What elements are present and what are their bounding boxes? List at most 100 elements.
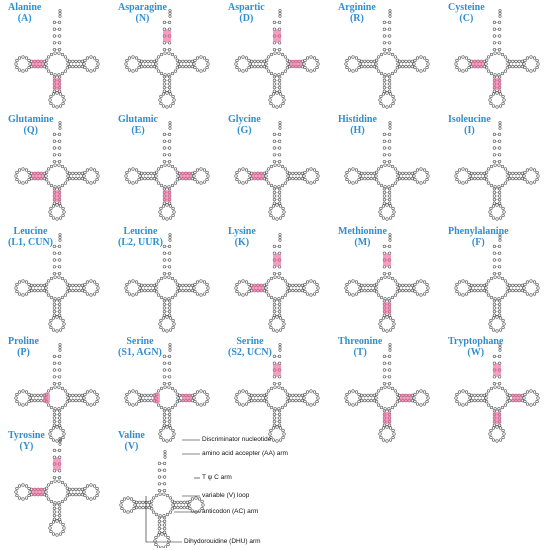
trna-structure	[344, 9, 430, 109]
amino-acid-code: (Q)	[23, 125, 38, 136]
legend-leader-line	[145, 496, 182, 543]
trna-structure	[14, 233, 100, 333]
trna-structure	[234, 9, 320, 109]
trna-diagram	[454, 343, 540, 443]
trna-diagram	[454, 121, 540, 221]
panel-title: Leucine(L1, CUN)	[8, 226, 53, 248]
amino-acid-name: Isoleucine	[448, 114, 491, 125]
trna-panel-leucine: Leucine(L1, CUN)	[2, 226, 110, 334]
trna-structure	[454, 343, 540, 443]
trna-diagram	[124, 9, 210, 109]
trna-panel-alanine: Alanine(A)	[2, 2, 110, 110]
trna-diagram	[344, 9, 430, 109]
trna-panel-serine: Serine(S1, AGN)	[112, 336, 220, 444]
amino-acid-name: Tyrosine	[8, 430, 45, 441]
trna-structure	[234, 233, 320, 333]
panel-title: Methionine(M)	[338, 226, 387, 248]
amino-acid-name: Methionine	[338, 226, 387, 237]
legend-ac-arm: anticodon (AC) arm	[202, 508, 259, 515]
trna-diagram	[14, 9, 100, 109]
panel-title: Aspartic(D)	[228, 2, 265, 24]
trna-panel-asparagine: Asparagine(N)	[112, 2, 220, 110]
trna-structure	[454, 233, 540, 333]
amino-acid-code: (D)	[239, 13, 254, 24]
panel-title: Isoleucine(I)	[448, 114, 491, 136]
trna-structure	[234, 343, 320, 443]
trna-panel-tryptophane: Tryptophane(W)	[442, 336, 549, 444]
trna-panel-glycine: Glycine(G)	[222, 114, 330, 222]
trna-structure	[344, 343, 430, 443]
amino-acid-name: Asparagine	[118, 2, 167, 13]
trna-diagram	[344, 343, 430, 443]
amino-acid-code: (G)	[237, 125, 252, 136]
trna-structure	[124, 343, 210, 443]
trna-structure	[124, 233, 210, 333]
trna-structure	[124, 121, 210, 221]
trna-structure	[124, 9, 210, 109]
amino-acid-code: (F)	[471, 237, 485, 248]
trna-structure	[344, 233, 430, 333]
trna-diagram	[234, 343, 320, 443]
trna-diagram	[234, 9, 320, 109]
panel-title: Histidine(H)	[338, 114, 377, 136]
trna-diagram	[124, 121, 210, 221]
amino-acid-name: Lysine	[228, 226, 256, 237]
amino-acid-code: (A)	[17, 13, 32, 24]
amino-acid-code: (V)	[124, 441, 139, 452]
amino-acid-code: (H)	[350, 125, 365, 136]
legend-tpsic-arm: T ψ C arm	[202, 474, 232, 481]
panel-title: Serine(S1, AGN)	[118, 336, 162, 358]
trna-diagram	[124, 233, 210, 333]
panel-title: Cysteine(C)	[448, 2, 485, 24]
panel-title: Glutamic(E)	[118, 114, 158, 136]
trna-structure	[14, 121, 100, 221]
amino-acid-code: (T)	[353, 347, 367, 358]
trna-panel-aspartic: Aspartic(D)	[222, 2, 330, 110]
trna-panel-leucine: Leucine(L2, UUR)	[112, 226, 220, 334]
amino-acid-name: Leucine	[123, 226, 158, 237]
amino-acid-name: Tryptophane	[448, 336, 504, 347]
amino-acid-code: (R)	[349, 13, 364, 24]
amino-acid-code: (N)	[135, 13, 150, 24]
amino-acid-code: (P)	[17, 347, 30, 358]
trna-panel-lysine: Lysine(K)	[222, 226, 330, 334]
trna-panel-glutamine: Glutamine(Q)	[2, 114, 110, 222]
panel-title: Valine(V)	[118, 430, 145, 452]
trna-panel-methionine: Methionine(M)	[332, 226, 440, 334]
amino-acid-code: (Y)	[19, 441, 34, 452]
trna-panel-glutamic: Glutamic(E)	[112, 114, 220, 222]
trna-structure	[454, 121, 540, 221]
amino-acid-name: Proline	[8, 336, 39, 347]
amino-acid-code: (S1, AGN)	[118, 347, 162, 358]
amino-acid-name: Valine	[118, 430, 145, 441]
trna-diagram	[14, 343, 100, 443]
trna-panel-serine: Serine(S2, UCN)	[222, 336, 330, 444]
panel-title: Tryptophane(W)	[448, 336, 503, 358]
amino-acid-code: (M)	[354, 237, 371, 248]
panel-title: Alanine(A)	[8, 2, 41, 24]
panel-title: Proline(P)	[8, 336, 39, 358]
amino-acid-code: (K)	[234, 237, 250, 248]
trna-diagram	[454, 233, 540, 333]
panel-title: Lysine(K)	[228, 226, 256, 248]
trna-panel-phenylalanine: Phenylalanine(F)	[442, 226, 549, 334]
trna-panel-isoleucine: Isoleucine(I)	[442, 114, 549, 222]
trna-structure	[454, 9, 540, 109]
panel-title: Arginine(R)	[338, 2, 376, 24]
trna-diagram	[14, 437, 100, 537]
trna-structure	[14, 437, 100, 537]
legend-dhu-arm: Dihydorouidine (DHU) arm	[184, 538, 261, 545]
panel-title: Glycine(G)	[228, 114, 261, 136]
panel-title: Phenylalanine(F)	[448, 226, 509, 248]
panel-title: Asparagine(N)	[118, 2, 167, 24]
trna-panel-histidine: Histidine(H)	[332, 114, 440, 222]
trna-structure	[14, 9, 100, 109]
amino-acid-name: Arginine	[338, 2, 376, 13]
trna-diagram	[344, 233, 430, 333]
trna-panel-tyrosine: Tyrosine(Y)	[2, 430, 110, 538]
trna-diagram	[119, 439, 205, 548]
amino-acid-code: (E)	[131, 125, 145, 136]
panel-title: Glutamine(Q)	[8, 114, 54, 136]
